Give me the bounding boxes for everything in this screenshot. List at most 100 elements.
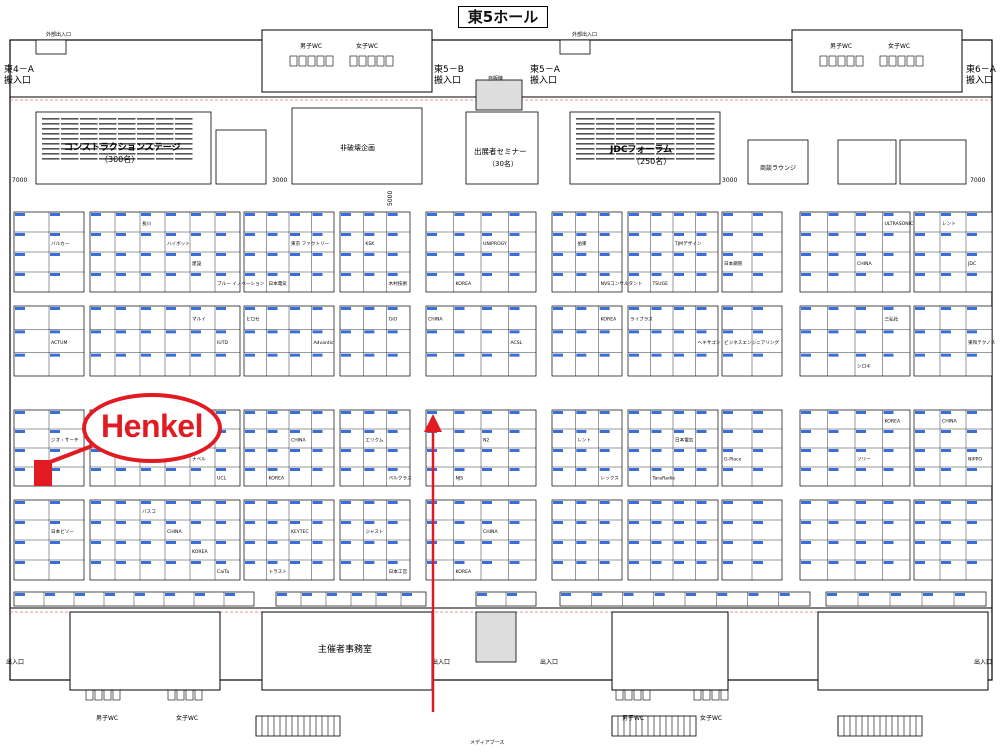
exhibitor-name[interactable]: CHINA xyxy=(942,419,957,425)
exhibitor-name[interactable]: トラスト xyxy=(269,569,287,575)
booth-number-tag xyxy=(216,330,226,334)
exhibitor-name[interactable]: KOREA xyxy=(269,476,285,482)
exhibitor-name[interactable]: エリクム xyxy=(365,438,383,444)
booth-number-tag xyxy=(50,449,60,452)
stage-lounge-name: 商談ラウンジ xyxy=(760,164,796,172)
exhibitor-name[interactable]: 日本電気 xyxy=(675,437,694,444)
exhibitor-name[interactable]: ペルクラス xyxy=(389,476,412,482)
booth-number-tag xyxy=(245,468,255,471)
exhibitor-name[interactable]: CHINA xyxy=(167,529,182,535)
exhibitor-name[interactable]: CaiTa xyxy=(217,569,229,575)
exhibitor-name[interactable]: 木村技術 xyxy=(389,280,408,287)
booth-number-tag xyxy=(290,330,300,334)
booth-number-tag xyxy=(15,521,25,524)
exhibitor-name[interactable]: バルカー xyxy=(51,241,70,247)
exhibitor-name[interactable]: CHINA xyxy=(483,529,498,535)
toilet-stall xyxy=(94,689,103,701)
exhibitor-name[interactable]: N2 xyxy=(483,438,489,444)
exhibitor-name[interactable]: 東和テクノス xyxy=(968,339,996,346)
booth-number-tag xyxy=(267,501,278,504)
exhibitor-name[interactable]: CHINA xyxy=(857,261,872,267)
booth-number-tag xyxy=(15,330,25,334)
exhibitor-name[interactable]: 日本ビソー xyxy=(51,528,74,535)
exhibitor-name[interactable]: Advantic xyxy=(314,340,335,346)
exhibitor-name[interactable]: KOREA xyxy=(601,317,617,323)
toilet-stall xyxy=(702,689,711,701)
seat-row xyxy=(656,148,675,150)
seat-row xyxy=(42,143,60,145)
exhibitor-name[interactable]: ジオ・サーチ xyxy=(51,438,79,444)
exhibitor-name[interactable]: 長川 xyxy=(142,221,152,227)
booth-number-tag xyxy=(753,430,763,433)
exhibitor-name[interactable]: CHINA xyxy=(291,438,306,444)
exhibitor-name[interactable]: 伯東 xyxy=(577,240,587,247)
booth-number-tag xyxy=(856,353,866,357)
exhibitor-name[interactable]: ナベル xyxy=(192,457,206,463)
exhibitor-name[interactable]: KOREA xyxy=(885,419,901,425)
exhibitor-name[interactable]: JDC xyxy=(967,261,976,267)
exhibitor-name[interactable]: ジャスト xyxy=(365,529,383,535)
booth-number-tag xyxy=(915,501,925,504)
exhibitor-name[interactable]: ハイボット xyxy=(167,240,190,247)
exhibitor-name[interactable]: IUTD xyxy=(217,340,229,346)
seat-row xyxy=(118,133,136,135)
exhibitor-name[interactable]: KOREA xyxy=(192,549,208,555)
booth-number-tag xyxy=(723,561,733,564)
exhibitor-name[interactable]: ACTUM xyxy=(51,340,67,346)
exhibitor-name[interactable]: ACSL xyxy=(511,340,523,346)
exhibitor-name[interactable]: ライブラス xyxy=(630,316,653,323)
exhibitor-name[interactable]: CHINA xyxy=(428,317,443,323)
booth-number-tag xyxy=(651,253,662,256)
exhibitor-name[interactable]: UNIPROGY xyxy=(483,241,507,247)
booth-number-tag xyxy=(507,593,517,596)
henkel-callout[interactable]: Henkel xyxy=(82,393,222,463)
exhibitor-name[interactable]: バスコ xyxy=(142,509,156,515)
exhibitor-name[interactable]: ULTRASONIC xyxy=(885,221,914,227)
henkel-booth-marker[interactable] xyxy=(34,460,52,486)
exhibitor-name[interactable]: ヘキサゴン xyxy=(698,339,721,346)
exhibitor-name[interactable]: レックス xyxy=(601,476,620,482)
exhibitor-name[interactable]: シロキ xyxy=(857,363,871,369)
booth-number-tag xyxy=(91,233,101,236)
exhibitor-name[interactable]: レント xyxy=(942,222,956,227)
toilet-stall xyxy=(298,55,307,67)
exhibitor-name[interactable]: ヒロセ xyxy=(246,317,260,323)
exhibitor-name[interactable]: NIPPO xyxy=(968,457,982,463)
booth-number-tag xyxy=(629,213,639,216)
booth-number-tag xyxy=(50,521,60,524)
exhibitor-name[interactable]: NVSコンサルタント xyxy=(601,280,643,287)
toilet-stall xyxy=(316,55,325,67)
exhibitor-name[interactable]: UCL xyxy=(217,476,227,482)
booth-number-tag xyxy=(599,273,610,276)
exhibitor-name[interactable]: 建設 xyxy=(192,260,202,267)
seat-row xyxy=(137,123,155,125)
exhibitor-name[interactable]: TaraRadio xyxy=(652,476,676,482)
booth-number-tag xyxy=(312,213,323,216)
booth-number-tag xyxy=(50,541,60,544)
booth-number-tag xyxy=(482,541,492,544)
exhibitor-name[interactable]: ビジネスエンジニアリング xyxy=(724,339,780,346)
exhibitor-name[interactable]: マルイ xyxy=(192,317,206,323)
exhibitor-name[interactable]: KOREA xyxy=(456,281,472,287)
exhibitor-name[interactable]: G-Place xyxy=(724,457,742,463)
booth-number-tag xyxy=(191,501,201,504)
exhibitor-name[interactable]: TSUGE xyxy=(652,281,669,287)
exhibitor-name[interactable]: レント xyxy=(577,439,591,444)
exhibitor-name[interactable]: KSK xyxy=(365,241,375,247)
exhibitor-name[interactable]: ソリー xyxy=(857,458,871,463)
exhibitor-name[interactable]: KOREA xyxy=(456,569,472,575)
seat-row xyxy=(576,118,595,120)
exhibitor-name[interactable]: NJS xyxy=(456,476,464,482)
exhibitor-name[interactable]: 日本鋼管 xyxy=(724,260,743,267)
exhibitor-name[interactable]: TJMデザイン xyxy=(674,240,702,247)
exhibitor-name[interactable]: GiO xyxy=(389,317,398,323)
exhibitor-name[interactable]: 日本電気 xyxy=(269,280,288,287)
exhibitor-name[interactable]: 東京 ファクトリー xyxy=(291,240,330,247)
exhibitor-name[interactable]: ブルー イノベーション xyxy=(217,280,265,287)
exhibitor-name[interactable]: KEYTEC xyxy=(291,529,309,535)
exhibitor-name[interactable]: 日本工営 xyxy=(389,568,408,575)
exhibitor-name[interactable]: 三弘社 xyxy=(885,316,899,323)
seat-row xyxy=(656,118,675,120)
booth-number-tag xyxy=(723,253,733,256)
booth-number-tag xyxy=(883,253,894,256)
